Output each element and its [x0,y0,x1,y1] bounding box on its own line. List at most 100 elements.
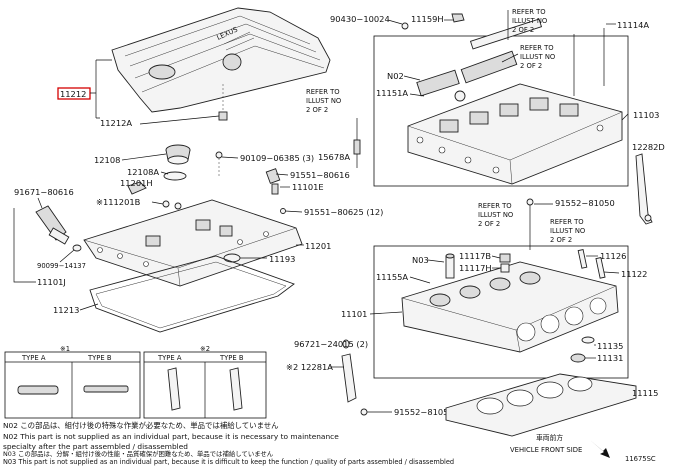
head-gasket-11115 [445,373,637,437]
label-11135[interactable]: 11135 [597,341,623,351]
vehicle-front-arrow: 車両前方 VEHICLE FRONT SIDE [510,433,610,458]
svg-text:※1: ※1 [60,345,70,353]
bolt-90430-10024 [401,22,409,30]
bracket-11159H [451,13,465,23]
bolt-90109-06385 [215,151,223,176]
svg-text:REFER TO: REFER TO [550,218,584,226]
bolt-91552-81050-b [360,408,392,416]
plug-11117B-11117H [499,253,511,273]
svg-text:TYPE A: TYPE A [21,354,46,362]
label-11151A[interactable]: 11151A [376,88,408,98]
label-96721-24015[interactable]: 96721−24015 (2) [294,339,368,349]
label-11212A[interactable]: 11212A [100,118,132,128]
label-91551-80616[interactable]: 91551−80616 [290,170,350,180]
label-11117H[interactable]: 11117H [459,263,492,273]
oil-control-valve-91671 [35,205,82,252]
pin-11122 [595,257,606,279]
gasket-11213 [89,255,295,333]
label-11212[interactable]: 11212 [60,89,86,99]
label-11159H[interactable]: 11159H [411,14,444,24]
label-15678A[interactable]: 15678A [318,152,350,162]
note-line-4: N03 この部品は、分解・組付け後の性能・品質確保が困難なため、単品では補給して… [3,449,274,458]
svg-text:ILLUST NO: ILLUST NO [512,17,547,25]
refer-1: REFER TO ILLUST NO 2 OF 2 [512,8,547,34]
footnotes: N02 この部品は、組付け後の特殊な作業が必要なため、単品では補給していません … [3,421,454,466]
refer-4: REFER TO ILLUST NO 2 OF 2 [478,202,513,228]
label-11122[interactable]: 11122 [621,269,647,279]
cylinder-head-11101 [401,261,619,353]
type-box-1: ※1 TYPE A TYPE B [4,345,141,419]
svg-text:2 OF 2: 2 OF 2 [306,106,328,114]
bolts-11201B [162,200,182,210]
diagram-id: 11675SC [625,455,656,463]
label-11101E[interactable]: 11101E [292,182,324,192]
label-91552-81050-b[interactable]: 91552−81050 [394,407,454,417]
svg-text:2 OF 2: 2 OF 2 [550,236,572,244]
oil-filler-cap-12108 [165,144,191,165]
camshaft-bearing-cap-11114A [469,18,543,50]
svg-text:TYPE B: TYPE B [219,354,244,362]
label-90430-10024[interactable]: 90430−10024 [330,14,390,24]
valve-cover-11201 [83,199,303,287]
refer-3: REFER TO ILLUST NO 2 OF 2 [306,88,341,114]
svg-text:ILLUST NO: ILLUST NO [520,53,555,61]
svg-text:TYPE B: TYPE B [87,354,112,362]
highlight-box-11212 [57,87,91,100]
stud-15678A [353,118,361,168]
label-90099-14137[interactable]: 90099−14137 [37,262,86,270]
label-n03[interactable]: N03 [412,255,429,265]
plug-11135 [581,336,595,344]
label-12108A[interactable]: 12108A [127,167,159,177]
label-11114A[interactable]: 11114A [617,20,649,30]
note-line-3: specialty after the part assembled / dis… [3,442,188,451]
svg-text:2 OF 2: 2 OF 2 [520,62,542,70]
label-mark2-12281A[interactable]: ※2 12281A [286,362,333,372]
svg-text:ILLUST NO: ILLUST NO [478,211,513,219]
bolts-11114A [507,10,605,96]
label-11115[interactable]: 11115 [632,388,658,398]
label-90109-06385[interactable]: 90109−06385 (3) [240,153,314,163]
label-91552-81050-a[interactable]: 91552−81050 [555,198,615,208]
gasket-12108A [163,171,187,181]
bolts-91552-81050-a [526,198,534,250]
svg-text:TYPE A: TYPE A [157,354,182,362]
label-11117B[interactable]: 11117B [459,251,491,261]
camshaft-housing [407,83,623,185]
label-11103[interactable]: 11103 [633,110,659,120]
pin-11126 [577,249,588,269]
svg-text:ILLUST NO: ILLUST NO [306,97,341,105]
label-91551-80625[interactable]: 91551−80625 (12) [304,207,383,217]
sensor-91551-80616 [265,168,281,195]
note-line-5: N03 This part is not supplied as an indi… [3,458,454,466]
label-11131[interactable]: 11131 [597,353,623,363]
front-label: VEHICLE FRONT SIDE [510,446,582,454]
label-11101J[interactable]: 11101J [37,277,66,287]
label-11101[interactable]: 11101 [341,309,367,319]
note-line-1: N02 この部品は、組付け後の特殊な作業が必要なため、単品では補給していません [3,421,279,430]
gasket-96721-24015 [342,339,350,349]
bracket-12281A [341,353,357,403]
label-12282D[interactable]: 12282D [632,142,665,152]
label-11155A[interactable]: 11155A [376,272,408,282]
svg-text:※2: ※2 [200,345,210,353]
label-n02-a[interactable]: N02 [387,71,404,81]
gasket-11193 [223,253,241,263]
svg-text:REFER TO: REFER TO [512,8,546,16]
label-12108[interactable]: 12108 [94,155,120,165]
label-11213[interactable]: 11213 [53,305,79,315]
label-11126[interactable]: 11126 [600,251,626,261]
bracket-11201H [127,181,147,195]
svg-text:ILLUST NO: ILLUST NO [550,227,585,235]
label-11201H[interactable]: 11201H [120,178,153,188]
svg-text:REFER TO: REFER TO [478,202,512,210]
svg-text:2 OF 2: 2 OF 2 [478,220,500,228]
label-91671-80616[interactable]: 91671−80616 [14,187,74,197]
refer-2: REFER TO ILLUST NO 2 OF 2 [520,44,555,70]
cylinder-head-group-box [373,245,629,379]
label-mark1-11201B[interactable]: ※111201B [96,197,141,207]
engine-cover: LEXUS [111,7,331,113]
label-11201[interactable]: 11201 [305,241,331,251]
svg-text:REFER TO: REFER TO [520,44,554,52]
label-11193[interactable]: 11193 [269,254,295,264]
